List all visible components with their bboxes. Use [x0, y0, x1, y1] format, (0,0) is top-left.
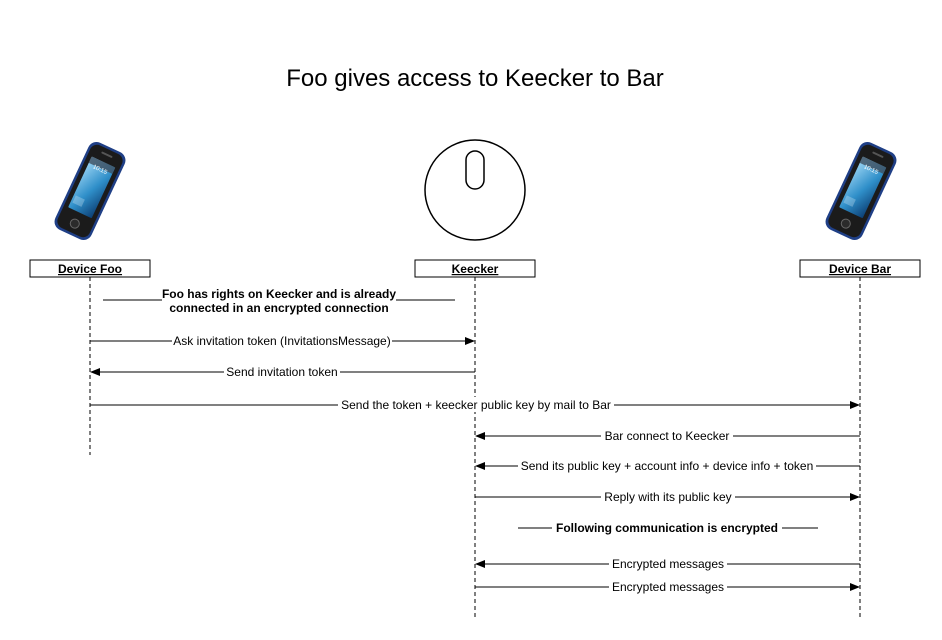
- encrypted-from-now-note: Following communication is encrypted: [518, 520, 818, 535]
- device-foo-label: Device Foo: [58, 262, 122, 276]
- diagram-title: Foo gives access to Keecker to Bar: [286, 65, 664, 92]
- device-bar-smartphone-icon: 10:15: [822, 138, 900, 244]
- already-connected-note: Foo has rights on Keecker and is already…: [103, 287, 455, 315]
- message-send-invitation-token: Send invitation token: [90, 364, 475, 379]
- message-ask-invitation-token: Ask invitation token (InvitationsMessage…: [90, 333, 475, 348]
- message-encrypted-to-bar-label: Encrypted messages: [612, 580, 724, 594]
- device-foo-participant: Device Foo: [29, 259, 151, 278]
- already-connected-note-line-2: connected in an encrypted connection: [169, 301, 388, 315]
- keecker-participant: Keecker: [414, 259, 536, 278]
- keecker-label: Keecker: [452, 262, 499, 276]
- message-reply-public-key: Reply with its public key: [475, 489, 860, 504]
- device-bar-participant: Device Bar: [799, 259, 921, 278]
- keecker-robot-icon: [424, 139, 526, 241]
- message-send-public-key-label: Send its public key + account info + dev…: [521, 459, 814, 473]
- message-encrypted-to-keecker: Encrypted messages: [475, 556, 860, 571]
- message-bar-connect: Bar connect to Keecker: [475, 428, 860, 443]
- message-send-invitation-token-label: Send invitation token: [226, 365, 337, 379]
- encrypted-from-now-note-label: Following communication is encrypted: [556, 521, 778, 535]
- device-bar-label: Device Bar: [829, 262, 891, 276]
- message-reply-public-key-label: Reply with its public key: [604, 490, 731, 504]
- message-send-token-by-mail-label: Send the token + keecker public key by m…: [341, 398, 611, 412]
- device-foo-smartphone-icon: 10:15: [51, 138, 129, 244]
- message-encrypted-to-bar: Encrypted messages: [475, 579, 860, 594]
- message-send-public-key: Send its public key + account info + dev…: [475, 458, 860, 473]
- message-encrypted-to-keecker-label: Encrypted messages: [612, 557, 724, 571]
- already-connected-note-line-1: Foo has rights on Keecker and is already: [162, 287, 396, 301]
- message-send-token-by-mail: Send the token + keecker public key by m…: [90, 397, 860, 412]
- message-ask-invitation-token-label: Ask invitation token (InvitationsMessage…: [173, 334, 390, 348]
- message-bar-connect-label: Bar connect to Keecker: [605, 429, 730, 443]
